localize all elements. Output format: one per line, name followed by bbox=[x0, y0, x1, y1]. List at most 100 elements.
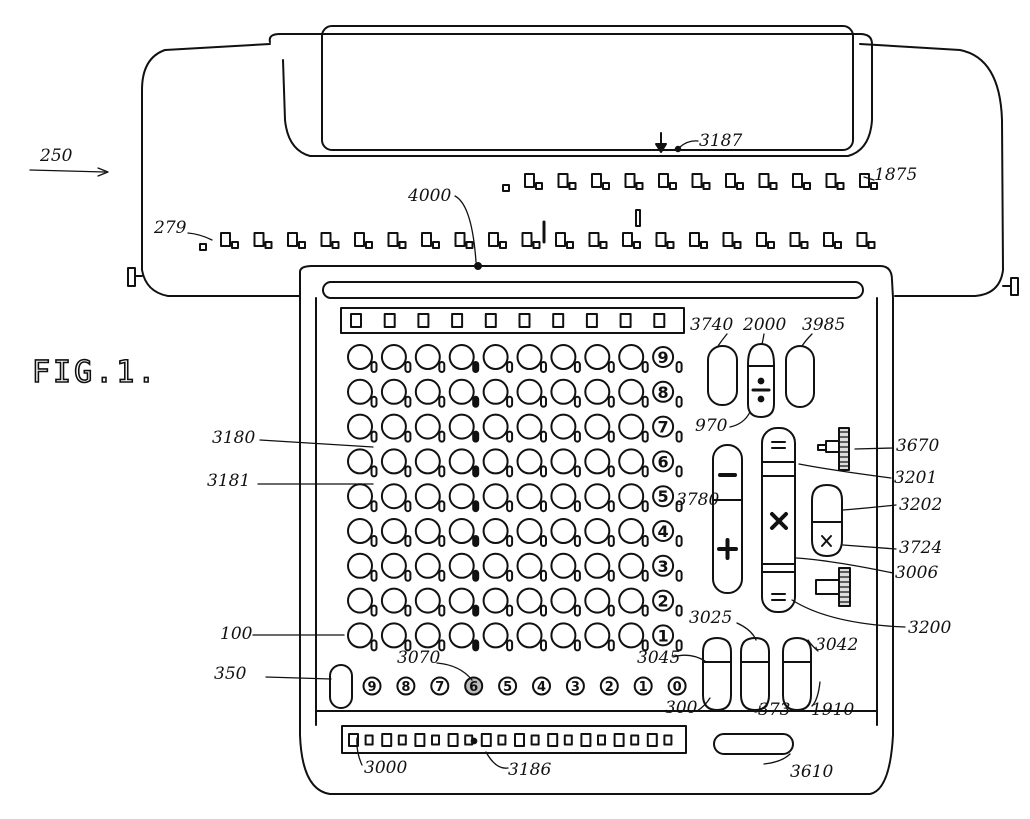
number-key[interactable] bbox=[550, 378, 577, 405]
number-key[interactable] bbox=[347, 587, 373, 614]
number-key[interactable] bbox=[584, 518, 611, 544]
number-key[interactable] bbox=[482, 587, 509, 614]
digit-key-8[interactable] bbox=[652, 380, 675, 403]
number-key[interactable] bbox=[380, 518, 407, 544]
key-300[interactable] bbox=[702, 637, 732, 711]
number-key[interactable] bbox=[380, 622, 407, 649]
number-key[interactable] bbox=[380, 483, 407, 510]
number-key[interactable] bbox=[516, 378, 543, 405]
number-key[interactable] bbox=[550, 552, 577, 579]
key-373[interactable] bbox=[740, 637, 770, 711]
number-key[interactable] bbox=[414, 413, 441, 440]
digit-key-9[interactable] bbox=[652, 346, 675, 368]
number-key[interactable] bbox=[482, 552, 509, 579]
number-key[interactable] bbox=[347, 344, 373, 370]
number-key[interactable] bbox=[550, 518, 577, 544]
number-key[interactable] bbox=[618, 413, 645, 440]
number-key[interactable] bbox=[550, 448, 577, 475]
number-key[interactable] bbox=[482, 344, 509, 370]
lever-lower[interactable] bbox=[815, 567, 851, 607]
key-1910[interactable] bbox=[782, 637, 812, 711]
number-key[interactable] bbox=[516, 622, 543, 649]
key-3202-3724[interactable] bbox=[811, 484, 843, 557]
number-key[interactable] bbox=[618, 587, 645, 614]
number-key[interactable] bbox=[482, 483, 509, 510]
number-key[interactable] bbox=[516, 448, 543, 475]
number-key[interactable] bbox=[347, 413, 373, 440]
number-key[interactable] bbox=[516, 587, 543, 614]
key-2000-divide[interactable] bbox=[747, 343, 775, 418]
number-key[interactable] bbox=[482, 622, 509, 649]
number-key[interactable] bbox=[448, 413, 475, 440]
number-key[interactable] bbox=[347, 518, 373, 544]
lever-3670[interactable] bbox=[817, 427, 850, 471]
digit-key-4[interactable] bbox=[652, 520, 675, 542]
number-key[interactable] bbox=[618, 552, 645, 579]
number-key[interactable] bbox=[584, 378, 611, 405]
number-key[interactable] bbox=[516, 518, 543, 544]
number-key[interactable] bbox=[380, 378, 407, 405]
number-key[interactable] bbox=[448, 378, 475, 405]
number-key[interactable] bbox=[448, 587, 475, 614]
number-key[interactable] bbox=[347, 483, 373, 510]
number-key[interactable] bbox=[618, 344, 645, 370]
number-key[interactable] bbox=[584, 622, 611, 649]
number-key[interactable] bbox=[414, 587, 441, 614]
number-key[interactable] bbox=[380, 448, 407, 475]
number-key[interactable] bbox=[414, 448, 441, 475]
number-key[interactable] bbox=[584, 413, 611, 440]
number-key[interactable] bbox=[550, 587, 577, 614]
number-key[interactable] bbox=[414, 518, 441, 544]
number-key[interactable] bbox=[516, 483, 543, 510]
number-key[interactable] bbox=[482, 413, 509, 440]
number-key[interactable] bbox=[347, 378, 373, 405]
bar-3610[interactable] bbox=[713, 733, 794, 755]
number-key[interactable] bbox=[482, 518, 509, 544]
key-350[interactable] bbox=[329, 664, 353, 709]
number-key[interactable] bbox=[550, 413, 577, 440]
number-key[interactable] bbox=[380, 587, 407, 614]
number-key[interactable] bbox=[584, 587, 611, 614]
number-key[interactable] bbox=[550, 483, 577, 510]
digit-key-7[interactable] bbox=[652, 415, 675, 438]
number-key[interactable] bbox=[380, 344, 407, 370]
digit-key-2[interactable] bbox=[652, 589, 675, 612]
number-key[interactable] bbox=[448, 518, 475, 544]
digit-key-6[interactable] bbox=[652, 450, 675, 473]
number-key[interactable] bbox=[550, 622, 577, 649]
digit-key-3[interactable] bbox=[652, 554, 675, 577]
number-key[interactable] bbox=[347, 622, 373, 649]
digit-key-5[interactable] bbox=[652, 485, 675, 508]
key-3780-minus-plus[interactable] bbox=[712, 444, 743, 594]
number-key[interactable] bbox=[448, 448, 475, 475]
number-key[interactable] bbox=[618, 378, 645, 405]
number-key[interactable] bbox=[584, 448, 611, 475]
number-key[interactable] bbox=[482, 448, 509, 475]
key-3985[interactable] bbox=[785, 345, 815, 408]
number-key[interactable] bbox=[618, 622, 645, 649]
number-key[interactable] bbox=[448, 483, 475, 510]
number-key[interactable] bbox=[516, 552, 543, 579]
number-key[interactable] bbox=[414, 378, 441, 405]
number-key[interactable] bbox=[448, 622, 475, 649]
number-key[interactable] bbox=[550, 344, 577, 370]
number-key[interactable] bbox=[414, 483, 441, 510]
number-key[interactable] bbox=[584, 552, 611, 579]
number-key[interactable] bbox=[414, 622, 441, 649]
number-key[interactable] bbox=[618, 518, 645, 544]
number-key[interactable] bbox=[516, 344, 543, 370]
key-3006-multiply[interactable] bbox=[761, 427, 796, 613]
number-key[interactable] bbox=[380, 552, 407, 579]
number-key[interactable] bbox=[618, 483, 645, 510]
digit-key-1[interactable] bbox=[652, 624, 675, 647]
number-key[interactable] bbox=[584, 344, 611, 370]
number-key[interactable] bbox=[482, 378, 509, 405]
number-key[interactable] bbox=[380, 413, 407, 440]
number-key[interactable] bbox=[516, 413, 543, 440]
number-key[interactable] bbox=[584, 483, 611, 510]
number-key[interactable] bbox=[448, 344, 475, 370]
number-key[interactable] bbox=[618, 448, 645, 475]
number-key[interactable] bbox=[347, 448, 373, 475]
key-3740[interactable] bbox=[707, 345, 738, 406]
number-key[interactable] bbox=[448, 552, 475, 579]
